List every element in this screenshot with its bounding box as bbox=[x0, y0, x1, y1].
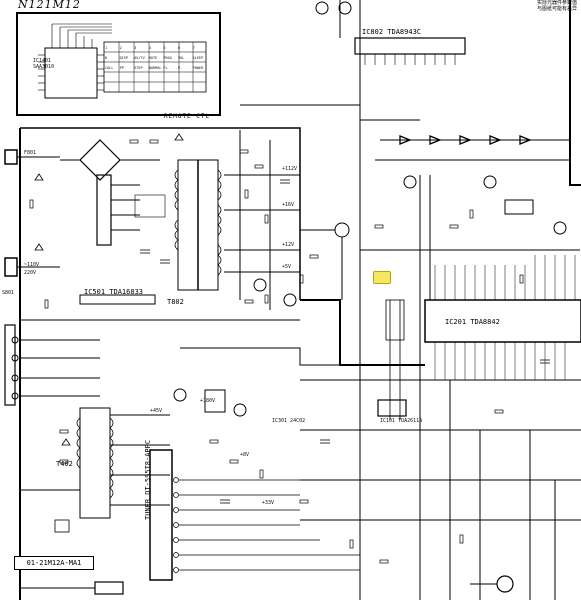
rail-16v: +16V bbox=[282, 202, 295, 208]
reference-note: 实际元器件参数值 与图纸可能有差异 bbox=[536, 0, 577, 12]
remote-key-label: P+ bbox=[163, 66, 168, 70]
remote-key-label: AV/TV bbox=[134, 56, 145, 60]
remote-key-label: NORMAL bbox=[148, 66, 162, 70]
remote-key-label: 4 bbox=[148, 46, 151, 50]
ic301-label: IC301 24C02 bbox=[272, 418, 306, 424]
remote-key-label: MUTE bbox=[148, 56, 158, 60]
remote-key-label: PP bbox=[119, 66, 124, 70]
remote-key-label: 1 bbox=[105, 46, 108, 50]
rail-112v: +112V bbox=[282, 166, 298, 172]
remote-ic-body bbox=[44, 47, 98, 99]
remote-key-label: 5 bbox=[163, 46, 166, 50]
remote-key-label: 8 bbox=[105, 56, 108, 60]
remote-key-label: PROG bbox=[163, 56, 172, 60]
mains-220-label: 220V bbox=[24, 270, 37, 276]
mains-110-label: ~110V bbox=[24, 262, 40, 268]
rail-5v: +5V bbox=[282, 264, 292, 270]
remote-ic-part: SAA3010 bbox=[33, 64, 55, 70]
t802-label: T802 bbox=[167, 298, 184, 306]
remote-key-label: 3 bbox=[134, 46, 137, 50]
ic101-label: IC101 TDA2611A bbox=[380, 418, 423, 424]
fuse-label: F801 bbox=[24, 150, 37, 156]
ic802-label: IC802 TDA8943C bbox=[362, 28, 422, 36]
comment-note-icon[interactable] bbox=[373, 271, 391, 284]
remote-key-label: VOL bbox=[178, 56, 185, 60]
remote-ic-ref: IC1401 bbox=[33, 58, 52, 64]
ic201-label: IC201 TDA8842 bbox=[445, 318, 500, 326]
t402-label: T402 bbox=[56, 460, 73, 468]
remote-key-label: P- bbox=[178, 66, 183, 70]
remote-key-label: 7 bbox=[192, 46, 195, 50]
switch-label: S801 bbox=[2, 290, 15, 296]
rail-45v: +45V bbox=[150, 408, 163, 414]
rail-33v: +33V bbox=[262, 500, 275, 506]
remote-key-label: CALL bbox=[105, 66, 114, 70]
rail-180v: +180V bbox=[200, 398, 216, 404]
rail-8v: +8V bbox=[240, 452, 250, 458]
model-title: N121M12 bbox=[18, 0, 81, 11]
ic501-label: IC501 TDA16833 bbox=[84, 288, 144, 296]
remote-control-box: REMOTE CTL bbox=[16, 12, 221, 120]
rail-12v: +12V bbox=[282, 242, 295, 248]
remote-key-label: SLEEP bbox=[192, 56, 204, 60]
remote-key-label: 2 bbox=[119, 46, 122, 50]
board-label: 01-21M12A-MA1 bbox=[14, 556, 94, 570]
tuner-label: TUNER DT-5S5T8-APPC bbox=[144, 439, 152, 520]
remote-label: REMOTE CTL bbox=[164, 113, 211, 120]
remote-key-label: STEP bbox=[134, 66, 143, 70]
remote-key-label: POWER bbox=[192, 66, 204, 70]
remote-key-label: DISP bbox=[119, 56, 129, 60]
